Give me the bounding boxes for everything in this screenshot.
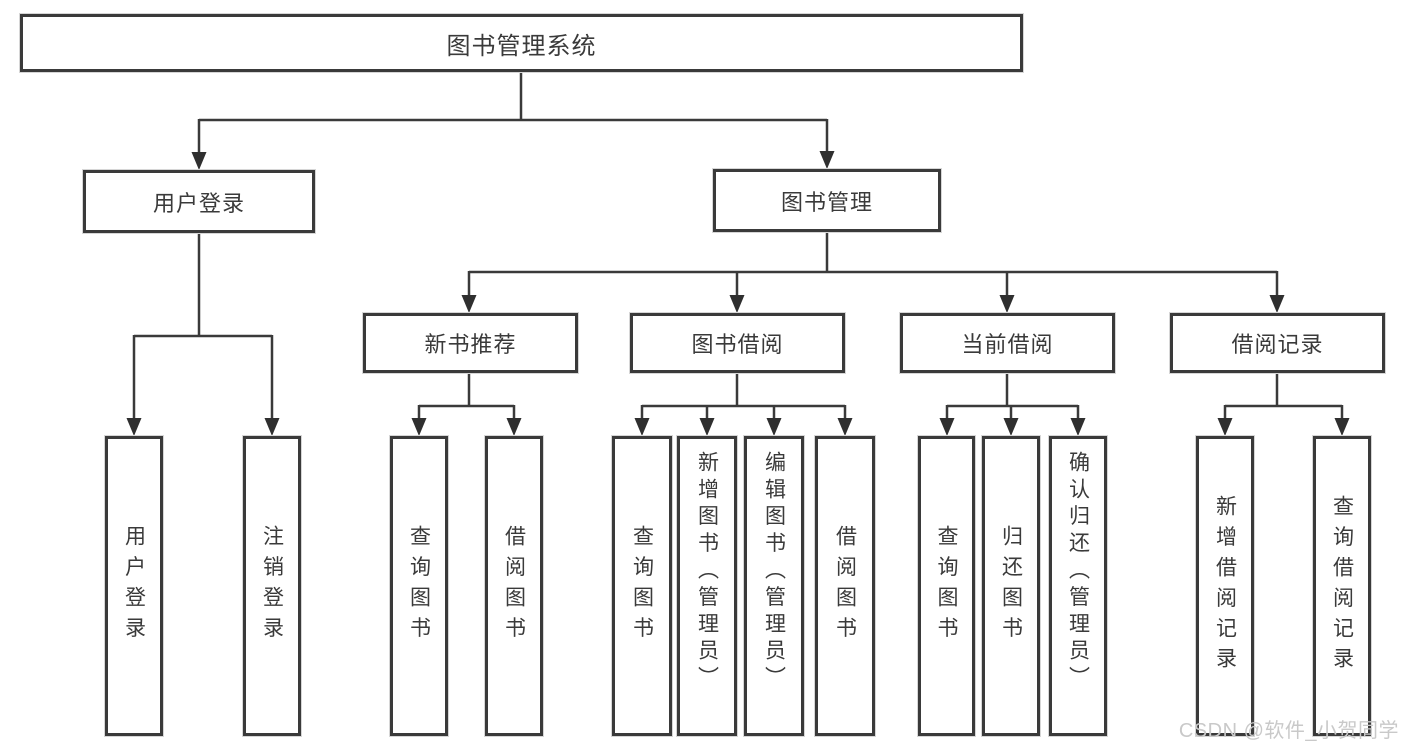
- leaf-query-borrow-record-label: 查询借阅记录: [1330, 494, 1354, 678]
- node-root-label: 图书管理系统: [446, 32, 597, 60]
- connector-new-book-group: [411, 373, 522, 436]
- leaf-confirm-return-admin: 确认归还（管理员）: [1049, 436, 1107, 736]
- leaf-edit-books-admin-label: 编辑图书（管理员）: [762, 451, 786, 693]
- leaf-borrow-books-1: 借阅图书: [485, 436, 543, 736]
- leaf-edit-books-admin: 编辑图书（管理员）: [744, 436, 804, 736]
- leaf-borrow-books-1-label: 借阅图书: [502, 525, 526, 647]
- leaf-query-books-3-label: 查询图书: [935, 525, 958, 647]
- node-book-management: 图书管理: [713, 169, 941, 232]
- leaf-return-books: 归还图书: [982, 436, 1040, 736]
- node-new-book-recommend-label: 新书推荐: [424, 332, 517, 357]
- leaf-return-books-label: 归还图书: [999, 525, 1023, 647]
- connector-root-to-level2: [191, 72, 835, 170]
- node-new-book-recommend: 新书推荐: [363, 313, 578, 373]
- leaf-borrow-books-2-label: 借阅图书: [833, 525, 857, 647]
- node-borrow-record-label: 借阅记录: [1231, 332, 1324, 357]
- connector-book-borrow-group: [634, 373, 853, 436]
- node-borrow-record: 借阅记录: [1170, 313, 1385, 373]
- node-book-borrow-label: 图书借阅: [691, 332, 784, 357]
- leaf-add-borrow-record-label: 新增借阅记录: [1213, 494, 1237, 678]
- leaf-add-books-admin: 新增图书（管理员）: [677, 436, 737, 736]
- connector-user-login-to-leaves: [126, 233, 280, 436]
- leaf-logout: 注销登录: [243, 436, 301, 736]
- node-root-system: 图书管理系统: [20, 14, 1023, 72]
- leaf-query-books-2: 查询图书: [612, 436, 672, 736]
- csdn-watermark: CSDN @软件_小贺同学: [1178, 720, 1399, 742]
- node-user-login-label: 用户登录: [152, 190, 245, 216]
- node-current-borrow-label: 当前借阅: [961, 332, 1054, 357]
- node-user-login: 用户登录: [83, 170, 315, 233]
- leaf-logout-label: 注销登录: [260, 525, 284, 647]
- node-book-management-label: 图书管理: [780, 189, 873, 215]
- leaf-add-books-admin-label: 新增图书（管理员）: [695, 451, 719, 693]
- leaf-user-login: 用户登录: [105, 436, 163, 736]
- node-book-borrow: 图书借阅: [630, 313, 845, 373]
- connector-borrow-record-group: [1217, 373, 1350, 436]
- node-current-borrow: 当前借阅: [900, 313, 1115, 373]
- leaf-query-borrow-record: 查询借阅记录: [1313, 436, 1371, 736]
- connector-book-mgmt-to-groups: [461, 232, 1285, 313]
- leaf-confirm-return-admin-label: 确认归还（管理员）: [1066, 451, 1090, 693]
- leaf-query-books-1-label: 查询图书: [407, 525, 431, 647]
- leaf-query-books-3: 查询图书: [918, 436, 975, 736]
- leaf-user-login-label: 用户登录: [122, 525, 146, 647]
- leaf-add-borrow-record: 新增借阅记录: [1196, 436, 1254, 736]
- connector-current-borrow-group: [939, 373, 1086, 436]
- leaf-query-books-2-label: 查询图书: [630, 525, 654, 647]
- leaf-query-books-1: 查询图书: [390, 436, 448, 736]
- leaf-borrow-books-2: 借阅图书: [815, 436, 875, 736]
